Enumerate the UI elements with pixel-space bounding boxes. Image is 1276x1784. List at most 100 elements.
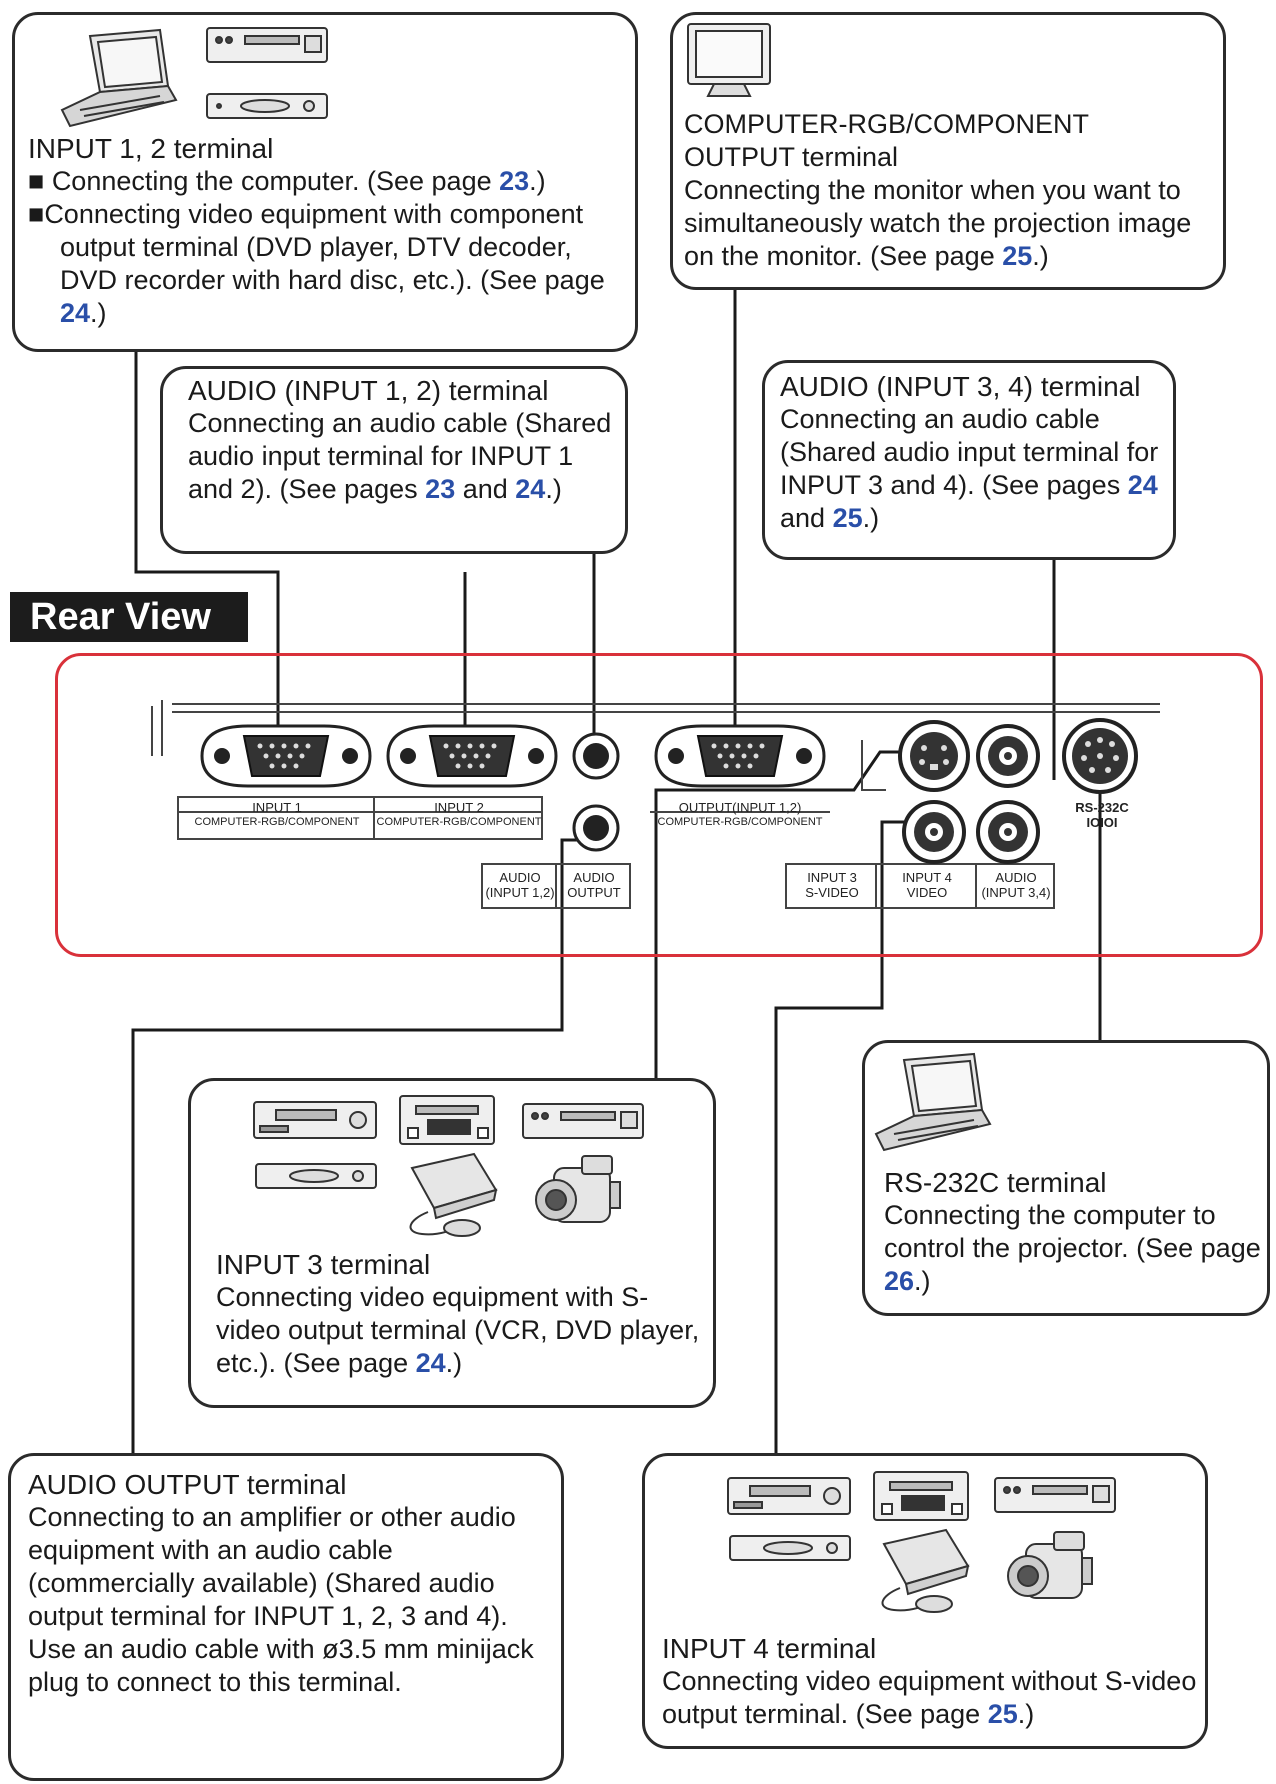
audio34-text: AUDIO (INPUT 3, 4) terminal Connecting a… [780,370,1166,535]
input3-desc-end: .) [445,1348,463,1378]
audio34-desc-mid: and [780,503,833,533]
page-ref-link[interactable]: 23 [499,166,530,196]
page-ref-link[interactable]: 24 [60,298,91,328]
monitor-icon [687,23,771,97]
page-ref-link[interactable]: 23 [425,474,456,504]
audio-output-title: AUDIO OUTPUT terminal [28,1469,347,1500]
input4-port-label: INPUT 4 VIDEO [878,870,976,900]
camcorder-icon [1007,1531,1093,1599]
audio12-text: AUDIO (INPUT 1, 2) terminal Connecting a… [188,374,618,506]
dvd-recorder-icon [399,1095,495,1145]
audio34-description: Connecting an audio cable (Shared audio … [780,403,1166,535]
input12-bullet-computer: ■ Connecting the computer. (See page 23.… [28,166,546,196]
input4-text: INPUT 4 terminal Connecting video equipm… [662,1632,1198,1731]
audio34-label-line2: (INPUT 3,4) [981,885,1051,900]
input4-label-line2: VIDEO [906,885,948,900]
output-label-line1: OUTPUT(INPUT 1,2) [678,800,802,815]
input3-text: INPUT 3 terminal Connecting video equipm… [216,1248,702,1380]
rs232c-text: RS-232C terminal Connecting the computer… [884,1166,1264,1298]
audio34-desc-end: .) [862,503,880,533]
audio34-title: AUDIO (INPUT 3, 4) terminal [780,371,1141,402]
input12-text: INPUT 1, 2 terminal ■ Connecting the com… [28,132,628,330]
output-title-line2: OUTPUT terminal [684,142,899,172]
audio-output-desc2: Use an audio cable with ø3.5 mm minijack… [28,1634,534,1697]
input12-bullet1-end: .) [529,166,546,196]
rs232c-title: RS-232C terminal [884,1167,1107,1198]
rs232c-label-line1: RS-232C [1075,800,1129,815]
input1-label-line1: INPUT 1 [252,800,302,815]
page-ref-link[interactable]: 24 [1127,470,1158,500]
input3-label-line1: INPUT 3 [807,870,857,885]
rs232c-label-line2: IOIOI [1086,815,1118,830]
input2-port-label: INPUT 2 COMPUTER-RGB/COMPONENT [376,800,542,830]
rs232c-description: Connecting the computer to control the p… [884,1199,1264,1298]
game-console-icon [881,1528,970,1613]
output-desc-end: .) [1032,241,1049,271]
wire-input3 [654,750,905,1080]
input4-desc-end: .) [1017,1699,1035,1729]
dtv-decoder-icon [255,1163,377,1189]
dvd-recorder-icon [873,1471,969,1521]
laptop-icon [874,1052,992,1152]
input3-port-label: INPUT 3 S-VIDEO [788,870,876,900]
output-label-line2: COMPUTER-RGB/COMPONENT [657,816,823,828]
audio-output-box [8,1453,564,1781]
audio-output-desc1: Connecting to an amplifier or other audi… [28,1502,516,1631]
rs232c-port-label: RS-232C IOIOI [1064,800,1140,830]
vcr-icon [253,1101,377,1139]
output-title-line1: COMPUTER-RGB/COMPONENT [684,109,1089,139]
rs232c-desc-end: .) [914,1266,931,1296]
rear-view-heading: Rear View [10,592,248,642]
audio34-label-line1: AUDIO [995,870,1037,885]
audio34-box [762,360,1176,560]
game-console-icon [409,1152,498,1237]
input3-label-line2: S-VIDEO [805,885,859,900]
dtv-decoder-icon [206,93,328,119]
output-description: Connecting the monitor when you want to … [684,174,1214,273]
input12-bullet-video: ■Connecting video equipment with compo­n… [28,199,605,328]
audio-input-label-line2: (INPUT 1,2) [485,885,555,900]
vcr-icon [727,1477,851,1515]
input2-label-line1: INPUT 2 [434,800,484,815]
audio12-desc-mid: and [455,474,516,504]
input4-label-line1: INPUT 4 [902,870,952,885]
camcorder-icon [535,1155,621,1223]
audio12-desc-text: Connecting an audio cable (Shared audio … [188,408,612,504]
page-ref-link[interactable]: 25 [832,503,863,533]
page-ref-link[interactable]: 25 [987,1699,1018,1729]
wire-input4 [774,820,930,1455]
rs232c-desc-text: Connecting the computer to control the p… [884,1200,1261,1263]
output-text: COMPUTER-RGB/COMPONENT OUTPUT terminal C… [684,108,1214,273]
input3-desc-text: Connecting video equipment with S-video … [216,1282,700,1378]
output-desc-text: Connecting the monitor when you want to … [684,175,1192,271]
output-port-label: OUTPUT(INPUT 1,2) COMPUTER-RGB/COMPONENT [648,800,832,830]
audio-output-label-line1: AUDIO [573,870,615,885]
dtv-decoder-icon [729,1535,851,1561]
input12-title: INPUT 1, 2 terminal [28,133,274,164]
input4-desc-text: Connecting video equipment without S-vid… [662,1666,1197,1729]
input3-description: Connecting video equipment with S-video … [216,1281,702,1380]
input2-label-line2: COMPUTER-RGB/COMPONENT [376,816,542,828]
input12-bullet1-text: Connecting the computer. (See page [51,166,500,196]
audio-input-label-line1: AUDIO [499,870,541,885]
audio12-description: Connecting an audio cable (Shared audio … [188,407,618,506]
page-ref-link[interactable]: 25 [1002,241,1033,271]
audio-output-label-line2: OUTPUT [567,885,621,900]
dvd-player-icon [206,27,328,63]
input12-bullet2-end: .) [90,298,107,328]
audio-output-text: AUDIO OUTPUT terminal Connecting to an a… [28,1468,548,1699]
input4-title: INPUT 4 terminal [662,1633,877,1664]
audio34-desc-text: Connecting an audio cable (Shared audio … [780,404,1159,500]
audio12-desc-end: .) [545,474,562,504]
audio-input-port-label: AUDIO (INPUT 1,2) [484,870,556,900]
input1-port-label: INPUT 1 COMPUTER-RGB/COMPONENT [180,800,374,830]
input1-label-line2: COMPUTER-RGB/COMPONENT [194,816,360,828]
audio12-title: AUDIO (INPUT 1, 2) terminal [188,375,549,406]
audio-output-port-label: AUDIO OUTPUT [558,870,630,900]
page-ref-link[interactable]: 26 [884,1266,915,1296]
laptop-icon [60,28,178,128]
input4-description: Connecting video equipment without S-vid… [662,1665,1198,1731]
page-ref-link[interactable]: 24 [515,474,546,504]
page-ref-link[interactable]: 24 [415,1348,446,1378]
